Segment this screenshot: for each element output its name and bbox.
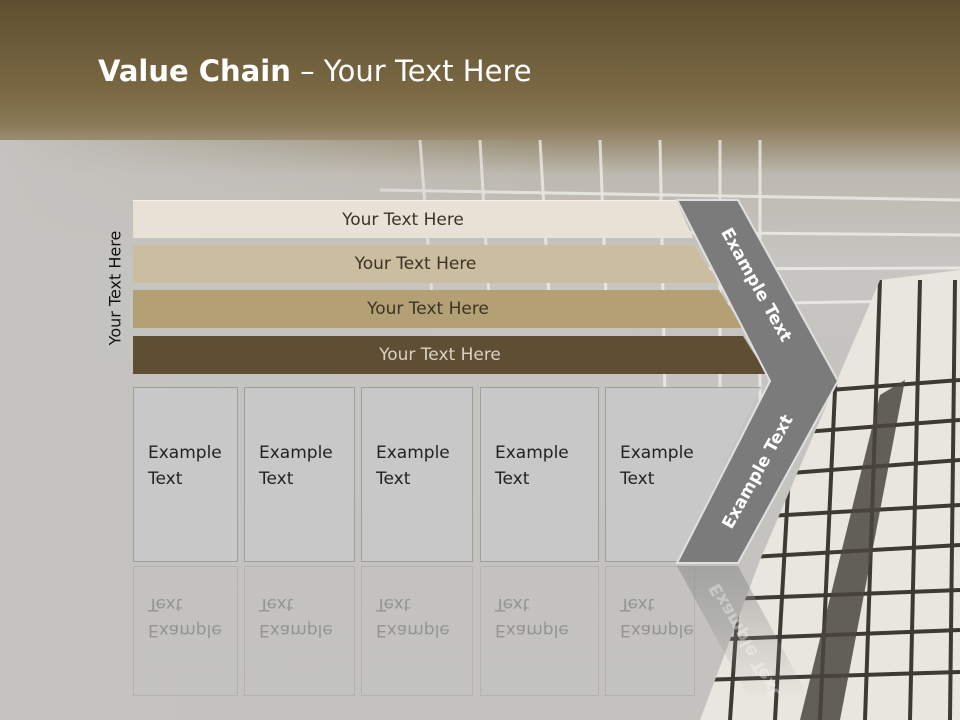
bar-1: Your Text Here: [133, 200, 693, 238]
box-2-line2: Text: [259, 469, 294, 489]
box-4: Example Text: [480, 387, 599, 562]
bar-2-label: Your Text Here: [354, 254, 477, 274]
box-3-line1: Example: [376, 443, 450, 463]
title-bold: Value Chain: [98, 54, 291, 88]
box-2-line1: Example: [259, 443, 333, 463]
box-3: Example Text: [361, 387, 473, 562]
bar-3: Your Text Here: [133, 290, 743, 328]
title-rest: – Your Text Here: [290, 54, 532, 88]
bar-4-label: Your Text Here: [379, 345, 501, 365]
box-5-line2: Text: [620, 469, 655, 489]
box-1-line1: Example: [148, 443, 222, 463]
chevron-shape: [675, 199, 840, 564]
slide-title: Value Chain – Your Text Here: [98, 54, 532, 88]
box-1-line2: Text: [148, 469, 183, 489]
box-4-line1: Example: [495, 443, 569, 463]
box-1: Example Text: [133, 387, 238, 562]
bar-2: Your Text Here: [133, 245, 718, 283]
box-3-line2: Text: [376, 469, 411, 489]
bar-4: Your Text Here: [133, 336, 767, 374]
box-5-line1: Example: [620, 443, 694, 463]
box-2: Example Text: [244, 387, 355, 562]
bar-3-label: Your Text Here: [367, 299, 489, 319]
bar-1-label: Your Text Here: [342, 209, 464, 230]
chevron-reflection: [677, 566, 810, 700]
box-4-line2: Text: [495, 469, 530, 489]
